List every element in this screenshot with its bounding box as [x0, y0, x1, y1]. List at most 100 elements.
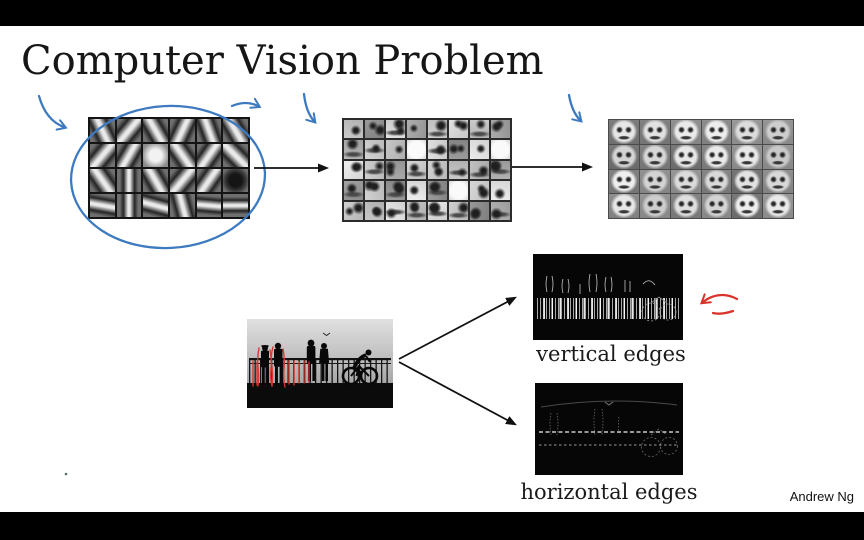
layer2-face-parts-cell [407, 140, 426, 159]
layer1-edge-filters-cell [143, 194, 168, 217]
feature-grid-edge-filters [88, 117, 250, 219]
layer3-faces-cell [732, 120, 763, 144]
layer2-face-parts-cell [365, 140, 384, 159]
layer2-face-parts-cell [407, 160, 426, 180]
layer3-faces-cell [732, 169, 763, 194]
layer3-faces-cell [732, 144, 763, 169]
layer2-face-parts-cell [470, 120, 489, 139]
layer2-face-parts-cell [386, 140, 405, 159]
blue-circle-tick [230, 97, 262, 109]
layer1-edge-filters-cell [143, 144, 168, 167]
layer2-face-parts-cell [407, 201, 426, 220]
layer1-edge-filters-cell [90, 144, 115, 167]
layer3-faces-cell [639, 194, 670, 218]
layer2-face-parts-cell [344, 160, 363, 180]
layer2-face-parts-cell [365, 181, 384, 200]
layer2-face-parts-cell [470, 201, 489, 220]
layer3-faces-cell [701, 169, 732, 194]
layer1-edge-filters-cell [196, 169, 222, 192]
author-credit: Andrew Ng [789, 489, 854, 504]
vertical-edges-image [533, 254, 683, 340]
vertical-edges-label: vertical edges [536, 342, 686, 366]
layer2-face-parts-cell [449, 120, 468, 139]
layer2-face-parts-cell [344, 181, 363, 200]
layer2-face-parts-cell [428, 120, 447, 139]
layer2-face-parts-cell [386, 201, 405, 220]
layer2-face-parts-cell [365, 201, 384, 220]
letterbox-top [0, 0, 864, 26]
layer3-faces-cell [609, 120, 639, 144]
layer3-faces-cell [639, 144, 670, 169]
red-pen-marks [252, 346, 310, 388]
layer1-edge-filters-cell [90, 119, 115, 142]
layer2-face-parts-cell [344, 120, 363, 139]
layer3-faces-cell [670, 144, 701, 169]
layer1-edge-filters-cell [169, 119, 195, 142]
layer3-faces-cell [701, 194, 732, 218]
layer1-edge-filters-cell [223, 169, 248, 192]
layer3-faces-cell [763, 144, 793, 169]
layer2-face-parts-cell [428, 160, 447, 180]
blue-arrow-icon-2 [302, 92, 317, 124]
fanout-arrow-vertical [398, 296, 517, 360]
layer3-faces-cell [670, 169, 701, 194]
layer2-face-parts-cell [386, 181, 405, 200]
layer2-face-parts-cell [449, 140, 468, 159]
layer2-face-parts-cell [386, 120, 405, 139]
fanout-arrow-horizontal [398, 361, 517, 426]
bridge-photo [247, 319, 393, 408]
layer1-edge-filters-cell [169, 194, 195, 217]
layer2-face-parts-cell [428, 140, 447, 159]
feature-grid-faces [608, 119, 794, 219]
horizontal-edges-image [535, 383, 683, 475]
layer1-edge-filters-cell [116, 144, 142, 167]
layer3-faces-cell [670, 120, 701, 144]
layer3-faces-cell [670, 194, 701, 218]
red-arrow-tail [711, 309, 735, 315]
layer1-edge-filters-cell [116, 194, 142, 217]
layer3-faces-cell [763, 169, 793, 194]
feature-grid-face-parts [342, 118, 512, 222]
layer1-edge-filters-cell [116, 169, 142, 192]
layer3-faces-cell [609, 144, 639, 169]
layer3-faces-cell [732, 194, 763, 218]
layer3-faces-cell [701, 120, 732, 144]
layer2-face-parts-cell [344, 201, 363, 220]
blue-arrow-icon-1 [37, 94, 68, 131]
layer1-edge-filters-cell [196, 119, 222, 142]
layer2-face-parts-cell [449, 181, 468, 200]
blue-arrow-icon-3 [567, 93, 583, 123]
layer3-faces-cell [763, 194, 793, 218]
layer2-face-parts-cell [470, 160, 489, 180]
layer1-edge-filters-cell [196, 144, 222, 167]
horizontal-edges-label: horizontal edges [520, 480, 698, 504]
layer1-edge-filters-cell [223, 119, 248, 142]
layer2-face-parts-cell [449, 160, 468, 180]
layer3-faces-cell [639, 120, 670, 144]
layer2-face-parts-cell [365, 160, 384, 180]
layer1-edge-filters-cell [143, 169, 168, 192]
layer1-edge-filters-cell [143, 119, 168, 142]
layer2-face-parts-cell [491, 160, 510, 180]
faint-outlines [549, 408, 678, 457]
layer2-face-parts-cell [428, 201, 447, 220]
layer2-face-parts-cell [386, 160, 405, 180]
layer3-faces-cell [701, 144, 732, 169]
red-arrow-icon [699, 293, 739, 305]
stray-dot [64, 472, 68, 476]
page-title: Computer Vision Problem [21, 38, 544, 84]
layer1-edge-filters-cell [90, 194, 115, 217]
layer1-edge-filters-cell [196, 194, 222, 217]
layer2-face-parts-cell [428, 181, 447, 200]
layer3-faces-cell [639, 169, 670, 194]
layer1-edge-filters-cell [223, 144, 248, 167]
layer2-face-parts-cell [407, 120, 426, 139]
layer2-face-parts-cell [365, 120, 384, 139]
letterbox-bottom [0, 512, 864, 540]
layer1-edge-filters-cell [116, 119, 142, 142]
layer2-face-parts-cell [470, 181, 489, 200]
layer1-edge-filters-cell [223, 194, 248, 217]
edge-squiggles [545, 273, 677, 322]
layer1-edge-filters-cell [90, 169, 115, 192]
